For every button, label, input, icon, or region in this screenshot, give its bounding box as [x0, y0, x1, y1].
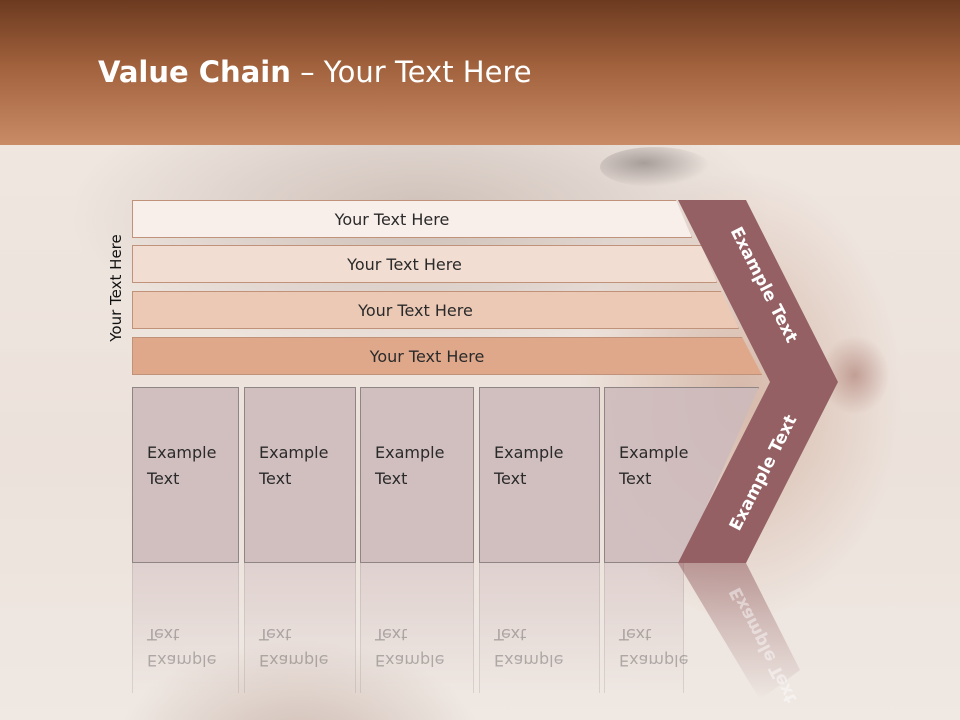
- support-bar-2: Your Text Here: [132, 245, 717, 283]
- activity-column-4-line2: Text: [494, 469, 527, 488]
- support-bar-4-label: Your Text Here: [369, 346, 485, 366]
- activity-column-3-line1: Example: [375, 443, 445, 462]
- support-bar-1: Your Text Here: [132, 200, 692, 238]
- slide-title-bold: Value Chain: [98, 55, 291, 89]
- activity-column-4-line1: Example: [494, 443, 564, 462]
- activity-column-1-line1: Example: [147, 443, 217, 462]
- photo-eye-shading: [600, 147, 710, 187]
- slide-title: Value Chain – Your Text Here: [98, 55, 532, 89]
- activity-column-2-line2: Text: [259, 469, 292, 488]
- activity-column-5-line2: Text: [619, 469, 652, 488]
- support-bar-2-label: Your Text Here: [347, 254, 462, 274]
- slide-title-rest: – Your Text Here: [290, 55, 532, 89]
- chevron-shape: [678, 200, 838, 563]
- support-bar-3: Your Text Here: [132, 291, 739, 329]
- activity-column-1-line2: Text: [147, 469, 180, 488]
- title-banner: Value Chain – Your Text Here: [0, 0, 960, 145]
- activity-column-2-line1: Example: [259, 443, 329, 462]
- activity-column-3: Example Text: [360, 387, 474, 563]
- chevron-reflection: [678, 563, 800, 700]
- activity-column-5-line1: Example: [619, 443, 689, 462]
- activity-column-4: Example Text: [479, 387, 600, 563]
- activity-column-1: Example Text: [132, 387, 239, 563]
- support-bar-1-label: Your Text Here: [334, 209, 450, 229]
- support-bar-3-label: Your Text Here: [358, 300, 473, 320]
- activity-column-3-line2: Text: [375, 469, 408, 488]
- activity-column-2: Example Text: [244, 387, 356, 563]
- support-bar-4: Your Text Here: [132, 337, 762, 375]
